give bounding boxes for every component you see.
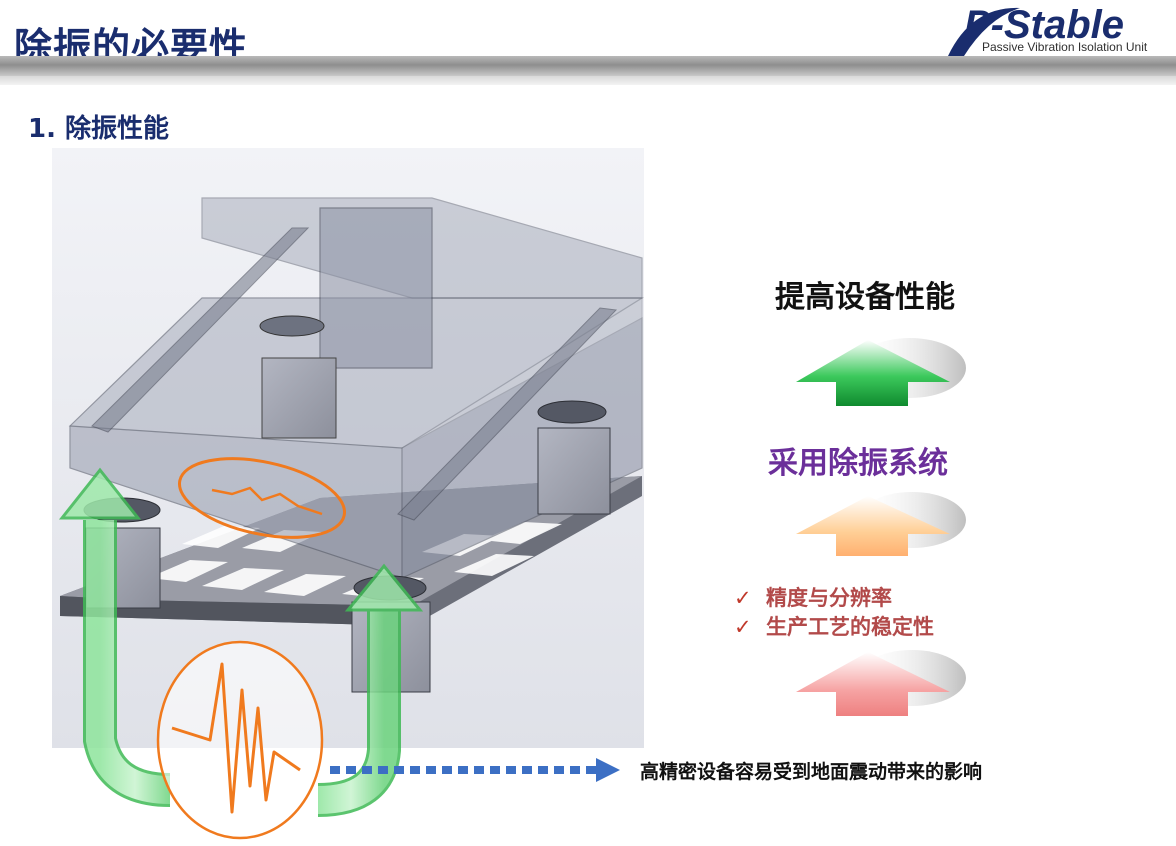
- equipment-render-image: [52, 148, 644, 748]
- logo-text: P-Stable: [964, 3, 1124, 47]
- list-item: ✓ 生产工艺的稳定性: [734, 613, 934, 642]
- list-item: ✓ 精度与分辨率: [734, 584, 934, 613]
- logo-swoosh-icon: [948, 7, 1020, 56]
- section-heading: 1. 除振性能: [28, 114, 170, 144]
- check-icon: ✓: [734, 586, 752, 610]
- title-underline-bar: [0, 56, 1176, 76]
- arrow-up-green-icon: [796, 338, 966, 406]
- benefit-text: 生产工艺的稳定性: [766, 615, 934, 639]
- ground-vibration-caption: 高精密设备容易受到地面震动带来的影响: [640, 761, 983, 783]
- arrow-up-red-icon: [796, 650, 966, 716]
- dotted-pointer-arrow: [330, 758, 620, 782]
- benefit-text: 精度与分辨率: [766, 586, 892, 610]
- p-stable-logo: P-Stable: [948, 3, 1124, 56]
- title-underline-shadow: [0, 76, 1176, 85]
- improve-performance-label: 提高设备性能: [775, 280, 955, 315]
- arrow-up-orange-icon: [796, 492, 966, 556]
- logo-tagline: Passive Vibration Isolation Unit: [982, 40, 1148, 54]
- check-icon: ✓: [734, 615, 752, 639]
- isolation-system-label: 采用除振系统: [768, 446, 948, 481]
- benefits-list: ✓ 精度与分辨率 ✓ 生产工艺的稳定性: [734, 584, 934, 642]
